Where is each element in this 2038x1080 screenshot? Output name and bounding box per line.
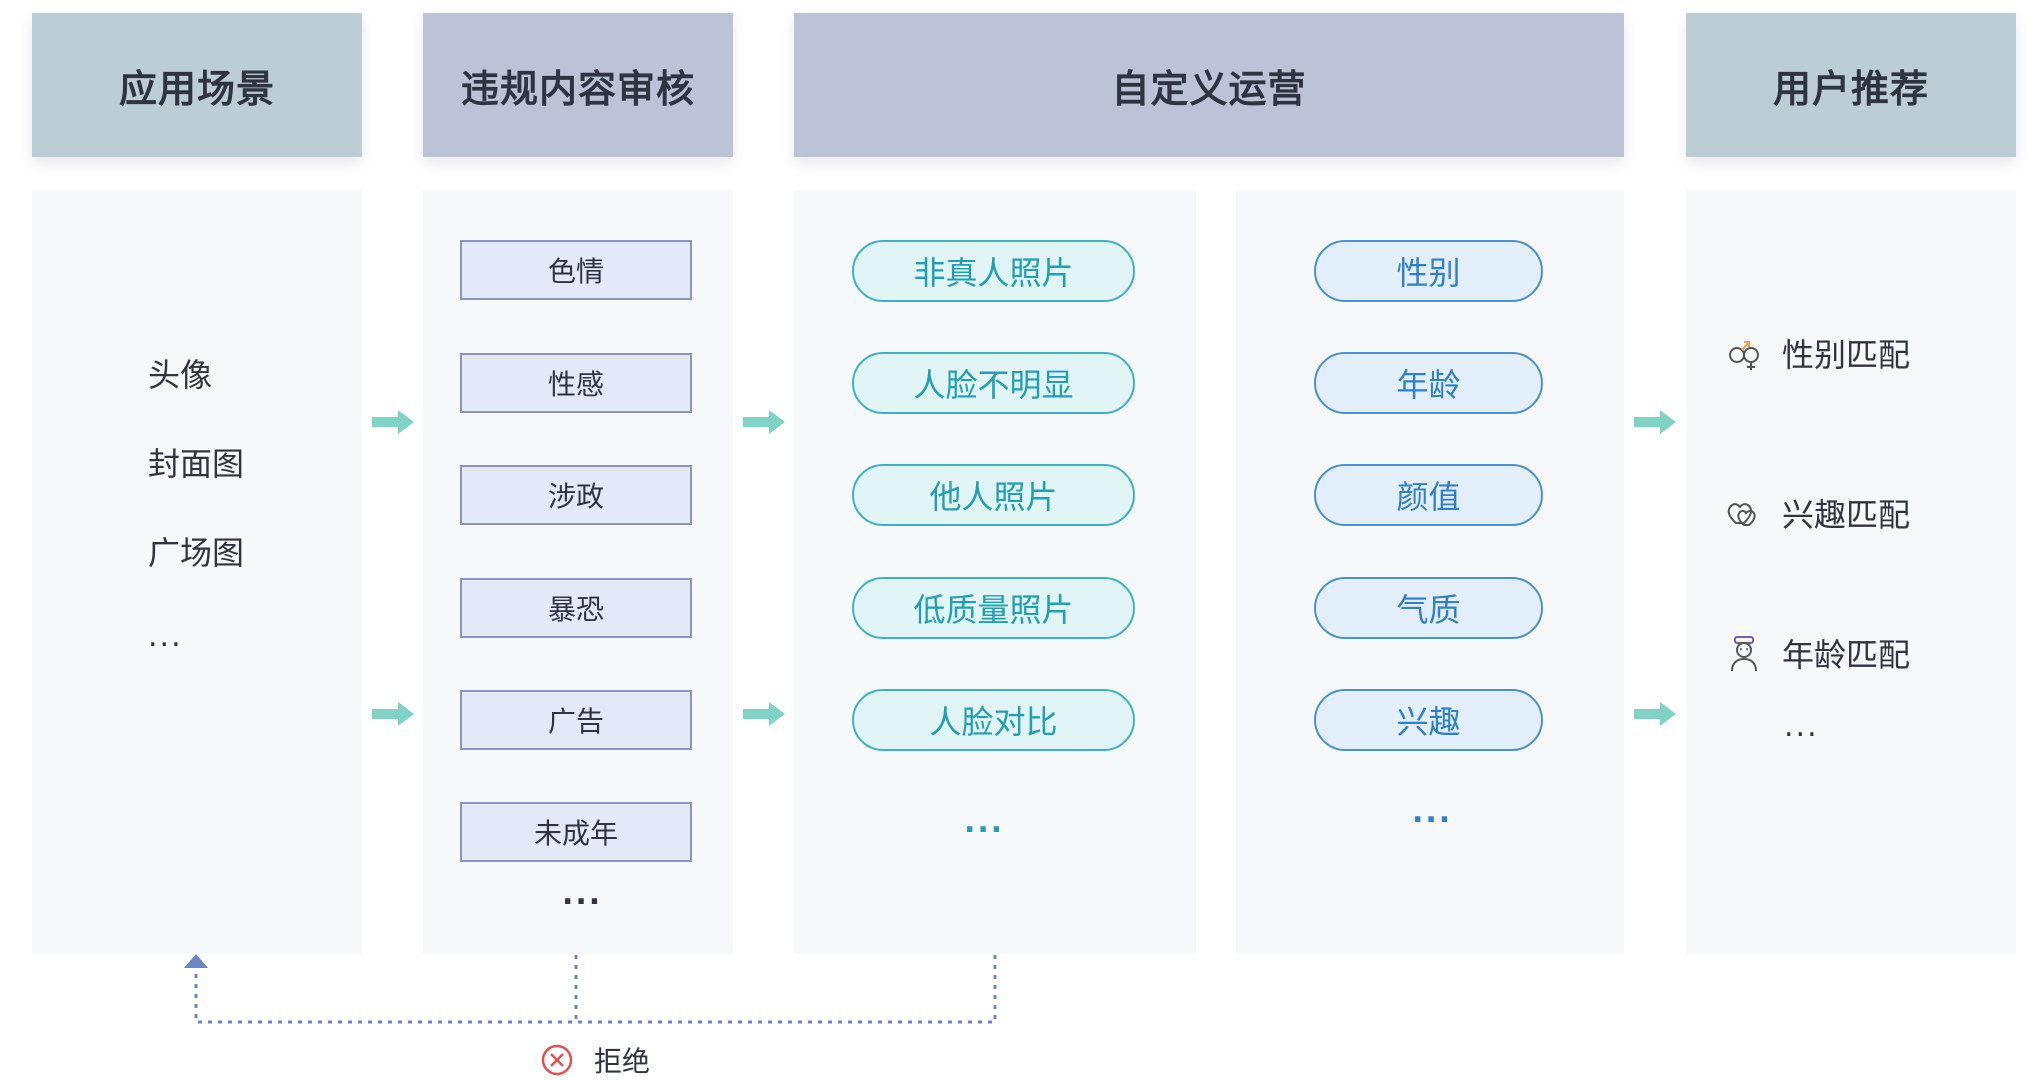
review-item: 涉政 [460,465,692,525]
reject-icon [541,1044,573,1076]
scenes-panel [32,190,362,954]
header-scenes-label: 应用场景 [118,66,275,111]
custom-pill: 非真人照片 [852,240,1135,302]
flow-arrow-icon [743,410,785,434]
custom-right-more: ... [1412,795,1453,830]
recommend-panel [1686,190,2016,954]
recommend-item: 兴趣匹配 [1724,490,1910,536]
custom-pill: 他人照片 [852,464,1135,526]
attribute-pill: 性别 [1314,240,1543,302]
recommend-label: 性别匹配 [1782,336,1911,374]
scene-item: 广场图 [148,534,245,572]
reject-label-group: 拒绝 [540,1040,650,1080]
header-review-label: 违规内容审核 [460,66,695,111]
attribute-pill: 年龄 [1314,352,1543,414]
review-item: 暴恐 [460,578,692,638]
custom-pill: 低质量照片 [852,577,1135,639]
flow-arrow-icon [372,702,414,726]
header-custom: 自定义运营 [794,13,1624,157]
header-custom-label: 自定义运营 [1111,66,1307,111]
custom-right-panel [1236,190,1624,954]
recommend-label: 兴趣匹配 [1782,496,1911,534]
recommend-more: ... [1784,709,1819,744]
header-recommend-label: 用户推荐 [1772,66,1929,111]
recommend-item: 性别匹配 [1724,330,1910,376]
header-review: 违规内容审核 [423,13,733,157]
custom-left-more: ... [964,805,1005,840]
attribute-pill: 颜值 [1314,464,1543,526]
person-icon [1731,636,1757,672]
attribute-pill: 气质 [1314,577,1543,639]
scene-more: ... [148,619,183,654]
scene-item: 头像 [148,356,213,394]
custom-pill: 人脸对比 [852,689,1135,751]
review-item: 性感 [460,353,692,413]
custom-left-panel [794,190,1196,954]
review-item: 色情 [460,240,692,300]
hearts-icon [1727,503,1756,526]
flow-arrow-icon [1634,410,1676,434]
recommend-item: 年龄匹配 [1724,630,1910,676]
flow-arrow-icon [743,702,785,726]
scene-item: 封面图 [148,445,245,483]
review-item: 广告 [460,690,692,750]
flow-arrow-icon [372,410,414,434]
custom-pill: 人脸不明显 [852,352,1135,414]
review-more: ... [562,877,603,912]
review-item: 未成年 [460,802,692,862]
attribute-pill: 兴趣 [1314,689,1543,751]
header-recommend: 用户推荐 [1686,13,2016,157]
recommend-label: 年龄匹配 [1782,636,1911,674]
gender-icon [1729,341,1759,370]
flow-arrow-icon [1634,702,1676,726]
header-scenes: 应用场景 [32,13,362,157]
reject-label: 拒绝 [594,1045,651,1078]
